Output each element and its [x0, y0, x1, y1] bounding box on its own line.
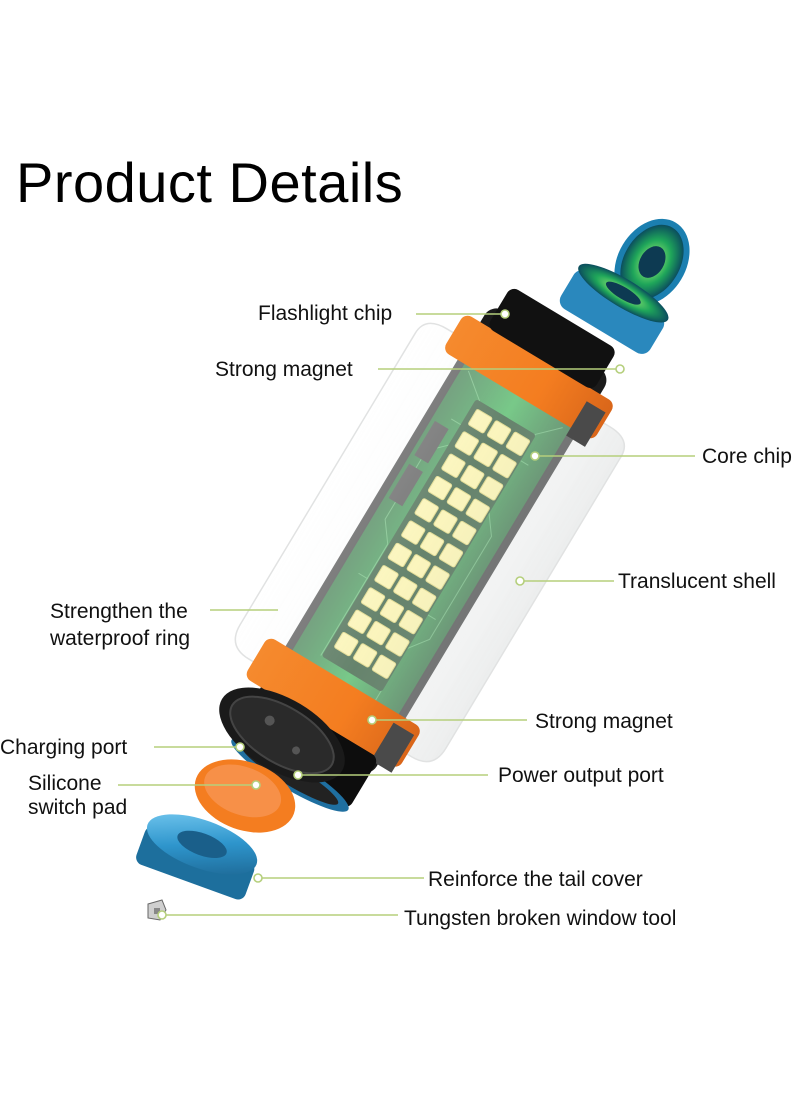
top-head-cap [559, 263, 669, 354]
label-flashlight-chip: Flashlight chip [258, 302, 393, 325]
flashlight-body [231, 288, 626, 812]
label-strong-magnet-top: Strong magnet [215, 358, 353, 381]
label-strong-magnet-bottom: Strong magnet [535, 710, 673, 733]
silicone-switch-pad [194, 759, 296, 833]
label-strengthen-ring-2: waterproof ring [50, 627, 191, 650]
label-core-chip: Core chip [702, 445, 792, 468]
page-title: Product Details [16, 151, 404, 214]
label-charging-port: Charging port [0, 736, 128, 759]
label-power-output-port: Power output port [498, 764, 664, 787]
leader-lines [118, 313, 695, 916]
translucent-shell [234, 322, 626, 763]
label-translucent-shell: Translucent shell [618, 570, 776, 593]
label-window-tool: Tungsten broken window tool [404, 907, 677, 930]
top-waterproof-ring [445, 315, 613, 439]
label-silicone-1: Silicone [28, 772, 102, 795]
leader-dots [157, 309, 625, 920]
tail-cover [136, 814, 258, 900]
label-tail-cover: Reinforce the tail cover [428, 868, 643, 891]
label-strengthen-ring-1: Strengthen the [50, 600, 188, 623]
thread-base [219, 687, 345, 783]
bottom-waterproof-ring [246, 638, 420, 767]
label-silicone-2: switch pad [28, 796, 128, 819]
